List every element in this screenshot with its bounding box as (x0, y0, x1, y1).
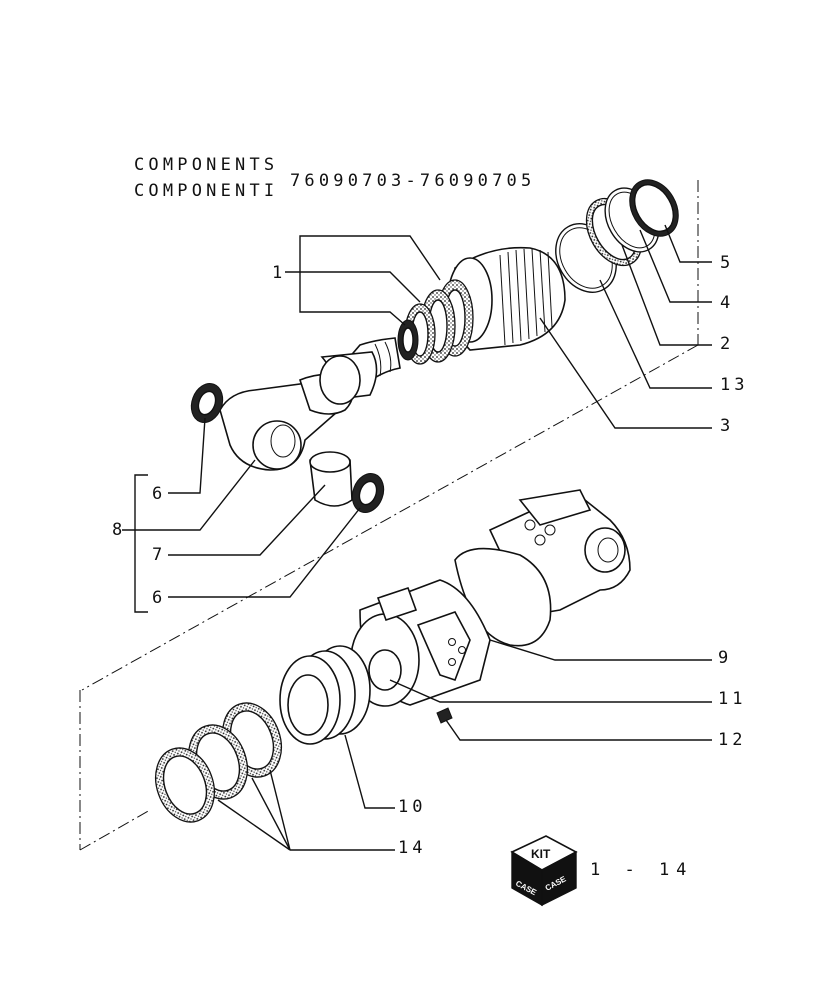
callout-10: 10 (398, 797, 426, 817)
callout-11: 11 (718, 689, 746, 709)
kit-label: KIT (531, 847, 551, 861)
part-number-range: 76090703-76090705 (290, 171, 535, 191)
lower-piston-and-rings (155, 645, 371, 823)
callout-14: 14 (398, 838, 426, 858)
title-components: COMPONENTS (134, 155, 278, 175)
callout-1: 1 (272, 263, 286, 283)
piston-assembly (219, 246, 566, 471)
eye-bushing-parts (190, 383, 385, 513)
callout-13: 13 (720, 375, 748, 395)
cylinder-barrel-assembly (350, 489, 631, 724)
callout-5: 5 (720, 253, 734, 273)
ring-set-upper (555, 179, 679, 293)
callout-4: 4 (720, 293, 734, 313)
callout-2: 2 (720, 334, 734, 354)
title-componenti: COMPONENTI (134, 181, 278, 201)
leader-lines (122, 224, 712, 851)
page-reference: 1 - 14 (590, 860, 693, 880)
callout-7: 7 (152, 545, 166, 565)
callout-12: 12 (718, 730, 746, 750)
callout-3: 3 (720, 416, 734, 436)
callout-9: 9 (718, 648, 732, 668)
callout-6-lower: 6 (152, 588, 166, 608)
kit-cube-icon: KIT CASE CASE (510, 835, 578, 907)
callout-6-upper: 6 (152, 484, 166, 504)
callout-8: 8 (112, 520, 126, 540)
